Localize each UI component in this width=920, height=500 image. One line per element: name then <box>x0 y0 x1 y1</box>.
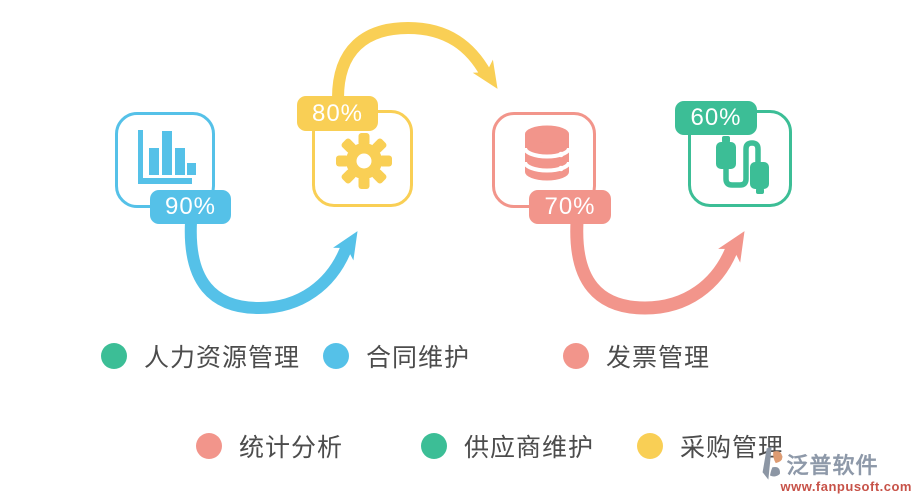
legend-dot-blue <box>323 343 349 369</box>
legend-label: 发票管理 <box>606 344 711 372</box>
legend-item-invoice: 发票管理 <box>563 338 710 374</box>
legend-label: 合同维护 <box>366 344 471 372</box>
percent-badge-step-2: 80% <box>297 96 378 131</box>
percent-badge-step-3: 70% <box>529 190 611 224</box>
watermark: 泛普软件 www.fanpusoft.com <box>756 446 912 494</box>
legend-item-supplier: 供应商维护 <box>421 428 594 464</box>
arrowhead-icon <box>718 231 745 263</box>
gear-icon <box>336 133 392 189</box>
arrow-yellow-top <box>332 21 498 104</box>
percent-badge-step-4: 60% <box>675 101 757 135</box>
bar-chart-icon <box>138 130 196 184</box>
fanpu-logo-icon <box>763 446 783 480</box>
legend-label: 人力资源管理 <box>144 344 301 372</box>
legend-dot-salmon <box>563 343 589 369</box>
percent-badge-step-1: 90% <box>150 190 231 224</box>
legend-item-contract: 合同维护 <box>323 338 470 374</box>
legend-item-statistics: 统计分析 <box>196 428 343 464</box>
usb-cable-icon <box>716 136 769 194</box>
watermark-title: 泛普软件 <box>786 453 879 478</box>
legend-label: 统计分析 <box>239 434 344 462</box>
legend-item-hr: 人力资源管理 <box>101 338 300 374</box>
arrowhead-icon <box>333 231 358 261</box>
legend-dot-salmon <box>196 433 222 459</box>
legend-dot-yellow <box>637 433 663 459</box>
database-icon <box>523 125 571 181</box>
legend-label: 供应商维护 <box>464 434 595 462</box>
arrowhead-icon <box>472 59 498 89</box>
arrow-blue-bottom <box>184 216 358 315</box>
legend-dot-green <box>101 343 127 369</box>
legend-dot-green <box>421 433 447 459</box>
watermark-url: www.fanpusoft.com <box>780 479 912 494</box>
arrow-salmon-bottom <box>570 215 745 315</box>
